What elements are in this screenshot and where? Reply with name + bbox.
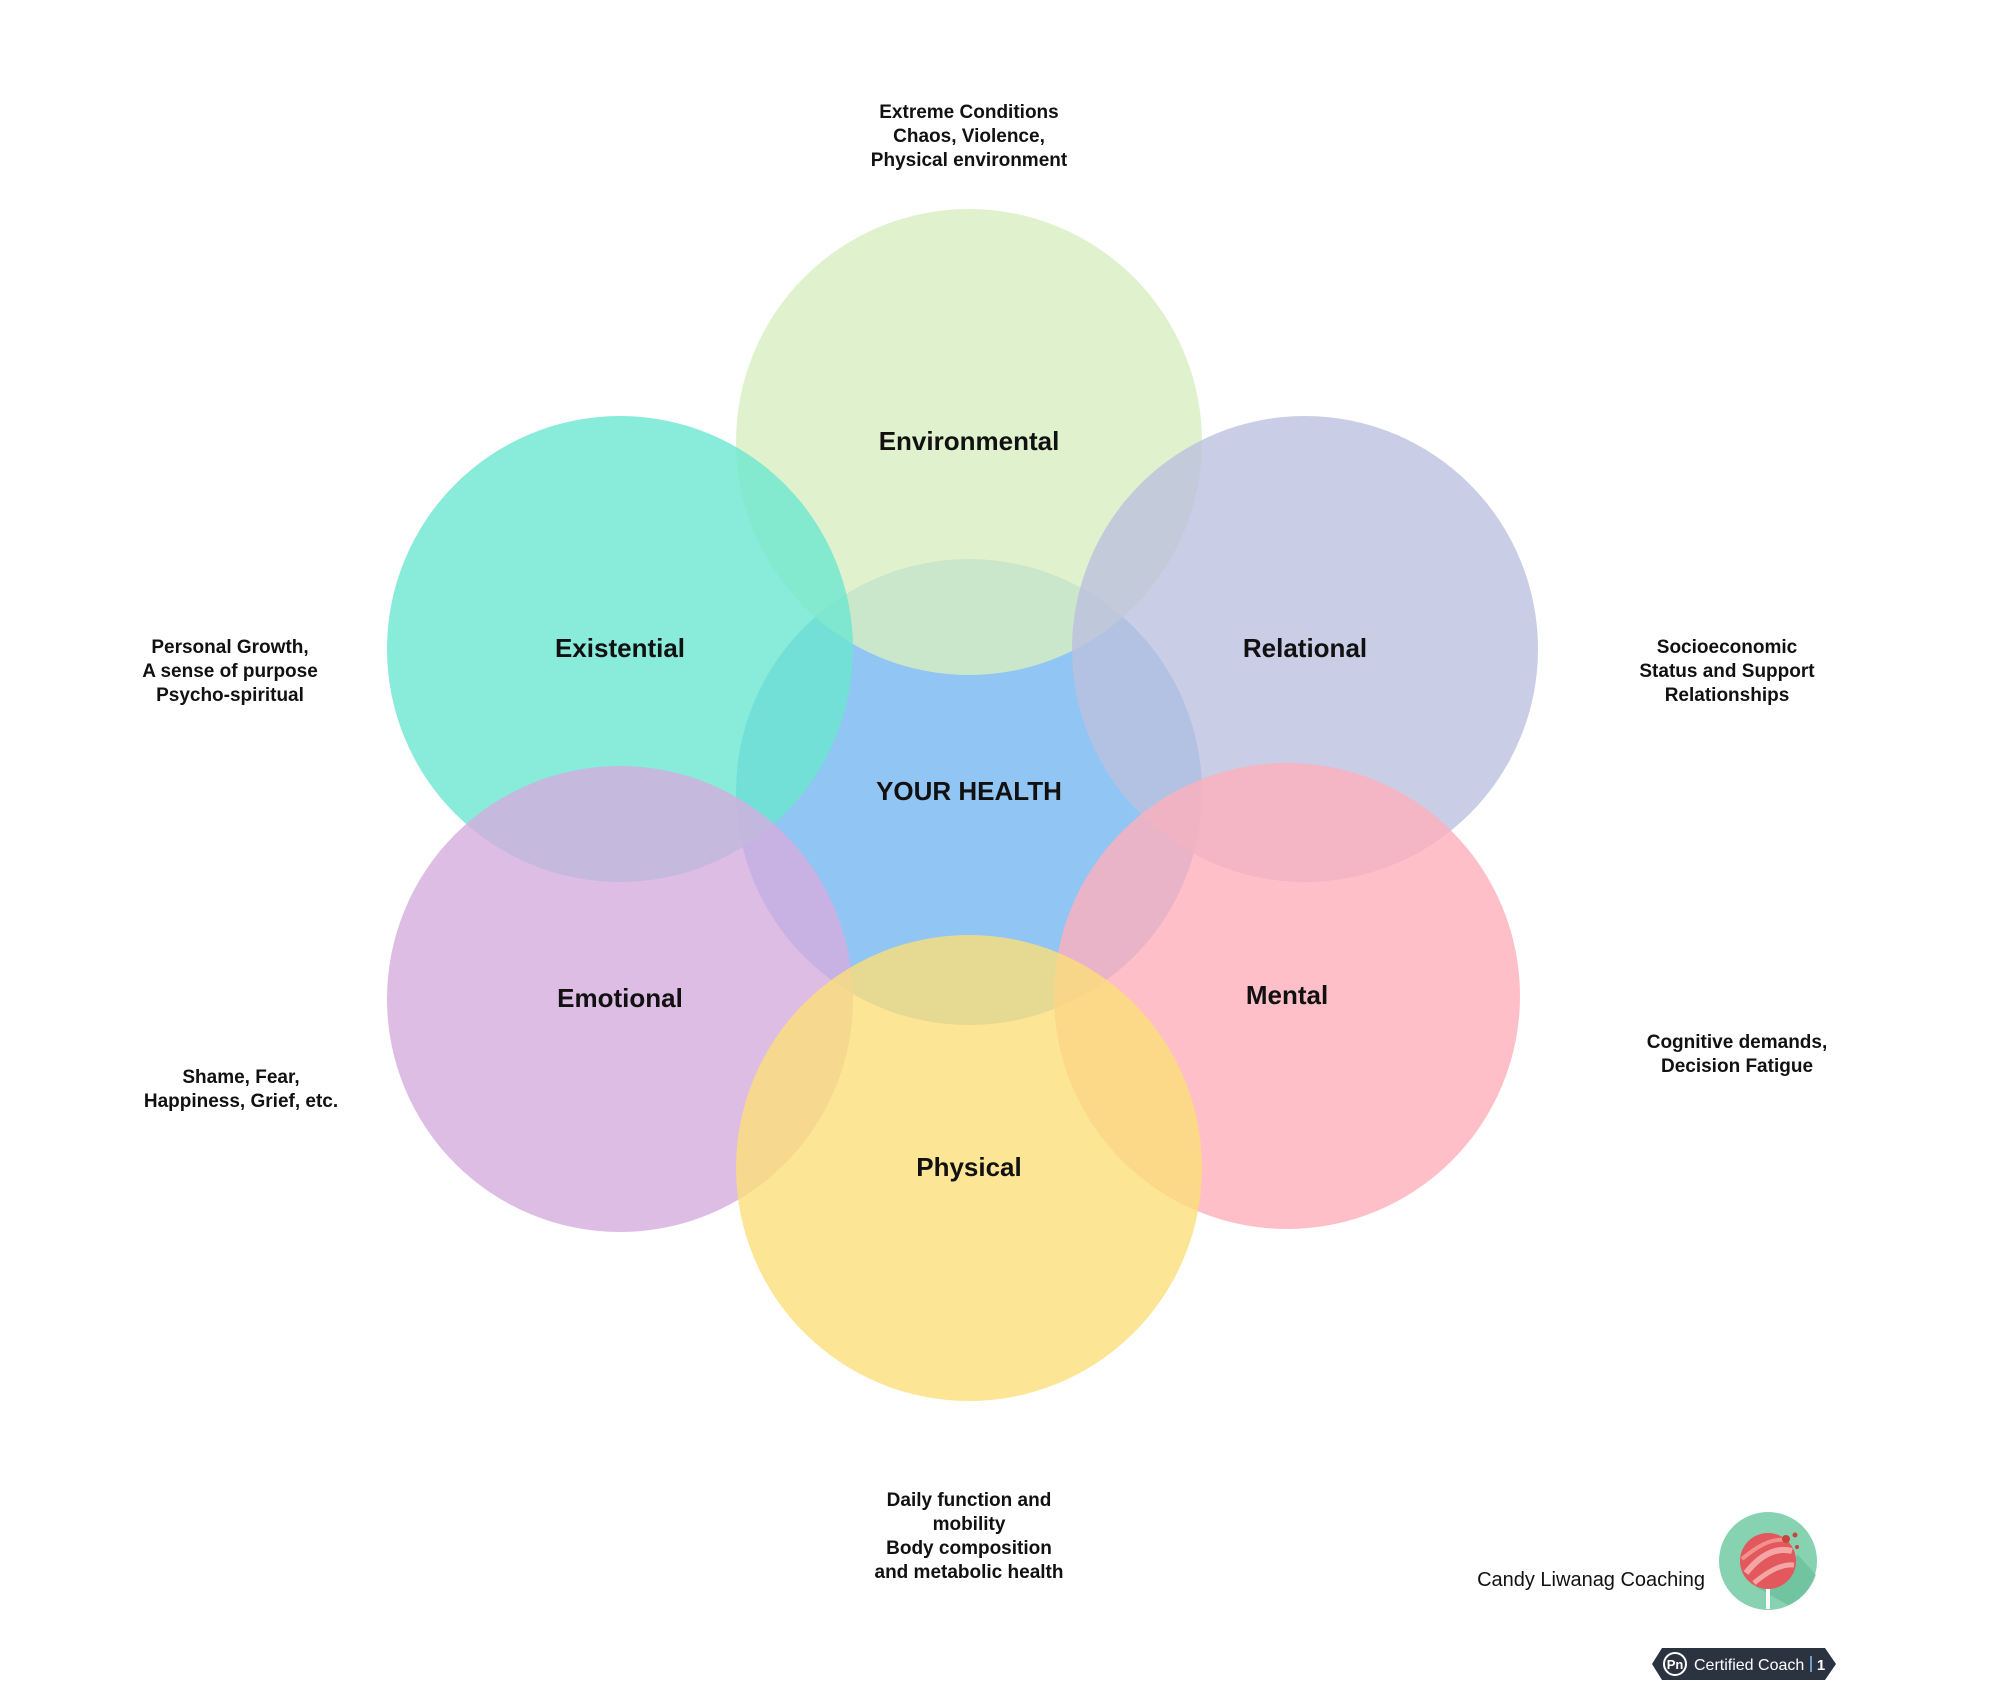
mental-description: Cognitive demands, Decision Fatigue	[1647, 1032, 1828, 1077]
relational-label: Relational	[1243, 633, 1367, 663]
physical-description-line: Daily function and	[887, 1490, 1052, 1511]
emotional-description-line: Shame, Fear,	[182, 1067, 299, 1088]
badge-level: 1	[1817, 1657, 1825, 1674]
circles-layer	[387, 209, 1538, 1401]
physical-label: Physical	[916, 1152, 1022, 1182]
lollipop-icon	[1719, 1512, 1817, 1610]
relational-circle	[1072, 416, 1538, 882]
badge-label: Certified Coach	[1694, 1657, 1804, 1674]
physical-description-line: Body composition	[886, 1538, 1052, 1559]
badge-mark: Pn	[1667, 1657, 1684, 1672]
environmental-circle	[736, 209, 1202, 675]
physical-description-line: and metabolic health	[875, 1562, 1064, 1583]
environmental-label: Environmental	[879, 426, 1060, 456]
emotional-label: Emotional	[557, 983, 683, 1013]
existential-description-line: A sense of purpose	[142, 661, 318, 682]
relational-description-line: Socioeconomic	[1657, 637, 1798, 658]
existential-circle	[387, 416, 853, 882]
existential-label: Existential	[555, 633, 685, 663]
mental-description-line: Cognitive demands,	[1647, 1032, 1828, 1053]
certified-coach-badge: Pn Certified Coach 1	[1652, 1648, 1836, 1680]
physical-circle	[736, 935, 1202, 1401]
emotional-description: Shame, Fear, Happiness, Grief, etc.	[144, 1067, 338, 1112]
emotional-circle	[387, 766, 853, 1232]
brand-name: Candy Liwanag Coaching	[1477, 1569, 1705, 1591]
emotional-description-line: Happiness, Grief, etc.	[144, 1091, 338, 1112]
relational-description-line: Status and Support	[1639, 661, 1815, 682]
environmental-description-line: Extreme Conditions	[879, 102, 1058, 123]
physical-description-line: mobility	[933, 1514, 1006, 1535]
branding: Candy Liwanag Coaching Pn Certified Coac…	[1477, 1512, 1836, 1680]
environmental-description-line: Chaos, Violence,	[893, 126, 1045, 147]
environmental-description-line: Physical environment	[871, 150, 1068, 171]
mental-label: Mental	[1246, 980, 1328, 1010]
existential-description-line: Personal Growth,	[151, 637, 308, 658]
existential-description-line: Psycho-spiritual	[156, 685, 304, 706]
center-label: YOUR HEALTH	[876, 776, 1062, 806]
mental-description-line: Decision Fatigue	[1661, 1056, 1813, 1077]
relational-description-line: Relationships	[1665, 685, 1790, 706]
